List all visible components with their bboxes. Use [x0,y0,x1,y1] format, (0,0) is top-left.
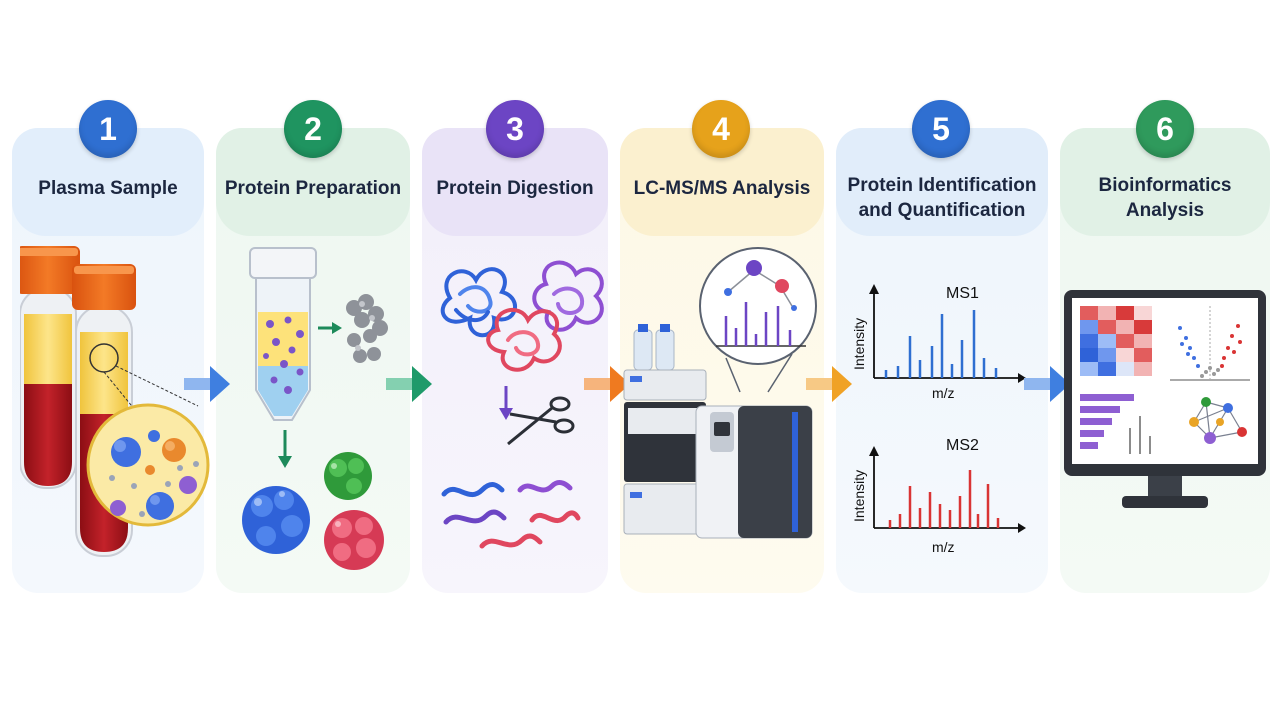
step-2-title: Protein Preparation [224,178,402,199]
heatmap-icon [1080,306,1152,376]
flow-arrow-4 [806,366,852,402]
volcano-plot-icon [1170,306,1250,381]
step-1-title: Plasma Sample [38,178,178,199]
ms1-ylabel: Intensity [851,318,867,370]
step-6-title-line2: Analysis [1125,200,1205,221]
step-5-number-badge: 5 [912,100,970,158]
step-3-title: Protein Digestion [436,178,594,199]
ms2-ylabel: Intensity [851,470,867,522]
step-4-number-badge: 4 [692,100,750,158]
step-6-title: Bioinformatics Analysis [1060,173,1270,223]
ms1-xlabel: m/z [932,385,955,401]
step-6-number-badge: 6 [1136,100,1194,158]
ms1-title: MS1 [946,285,979,302]
bar-chart-icon [1080,394,1134,449]
step-2-number-badge: 2 [284,100,342,158]
step-6-title-line1: Bioinformatics [1098,175,1232,196]
step-5-title: Protein Identification and Quantificatio… [836,173,1048,223]
flow-arrow-1 [184,366,230,402]
ms2-title: MS2 [946,437,979,454]
lc-ms-instrument-icon [623,247,817,539]
centrifuge-tube-icon [242,247,388,570]
flow-arrow-3 [584,366,630,402]
step-4-title: LC-MS/MS Analysis [633,178,811,199]
test-tube-icon [20,246,210,557]
ms2-xlabel: m/z [932,539,955,555]
monitor-icon [1064,290,1266,508]
step-1-number-badge: 1 [79,100,137,158]
step-3-number-badge: 3 [486,100,544,158]
flow-arrow-2 [386,366,432,402]
network-icon [1189,397,1247,444]
scissors-icon [507,396,575,446]
protein-cluster-icon [440,260,604,549]
ms-spectra-icon: MS1 Intensity m/z MS2 Intensity m/z [851,284,1026,555]
step-5-title-line1: Protein Identification [847,175,1037,196]
flow-arrow-5 [1024,366,1070,402]
step-5-title-line2: and Quantification [858,200,1026,221]
